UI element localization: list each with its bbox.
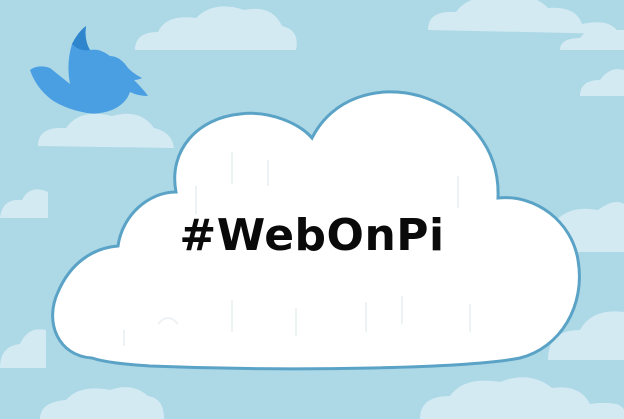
main-cloud: [51, 90, 581, 371]
cloud-texture: [123, 152, 471, 346]
bg-cloud-top-right: [428, 0, 618, 34]
bg-cloud-left-mid: [0, 189, 48, 218]
bg-cloud-left-upper: [38, 113, 174, 148]
bg-cloud-right-mid: [580, 69, 624, 96]
bg-cloud-top-center: [135, 6, 297, 50]
bg-cloud-left-lower: [0, 329, 46, 368]
twitter-bird-icon: [30, 26, 148, 114]
bg-cloud-top-far-right: [560, 28, 624, 50]
bg-cloud-bottom-right: [420, 377, 624, 419]
bg-cloud-bottom-left: [40, 387, 164, 419]
hashtag-headline: #WebOnPi: [179, 210, 445, 261]
bg-cloud-right-lower: [548, 311, 624, 360]
